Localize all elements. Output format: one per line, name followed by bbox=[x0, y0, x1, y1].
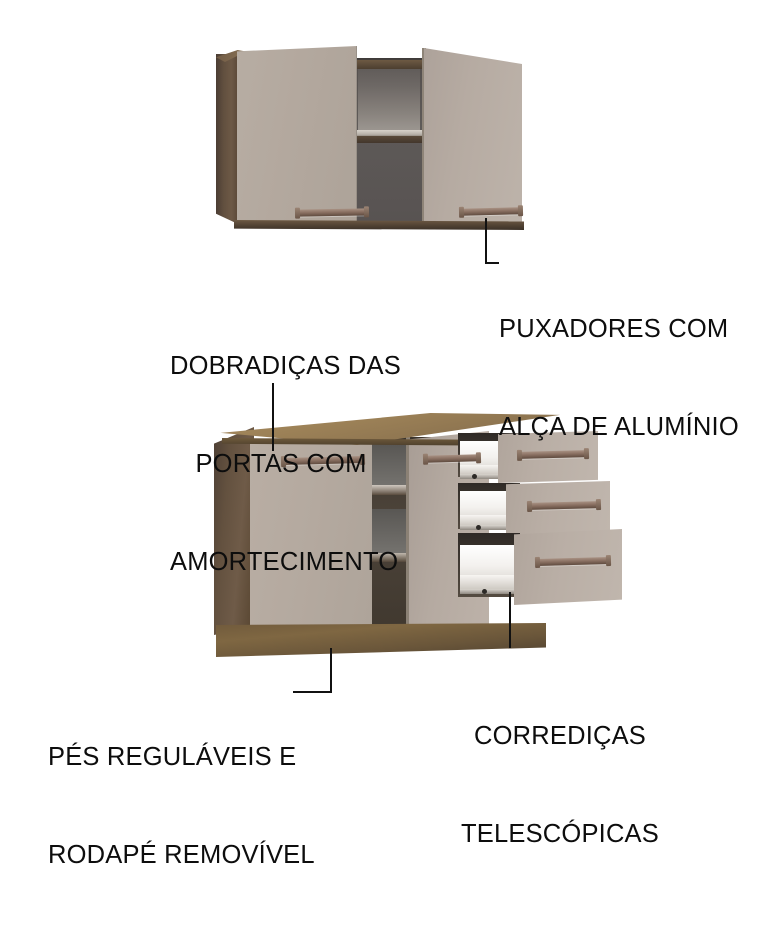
drawer-bottom-front bbox=[514, 529, 622, 605]
upper-cabinet-shelf bbox=[355, 130, 427, 138]
drawer-middle-slide bbox=[460, 525, 526, 530]
callout-dobradicas: DOBRADIÇAS DAS PORTAS COM AMORTECIMENTO bbox=[170, 285, 401, 644]
upper-cabinet-shelf-edge bbox=[353, 136, 429, 143]
handle-cap-right bbox=[517, 205, 524, 217]
lower-cabinet-illustration bbox=[210, 405, 630, 660]
leader-line-dobradicas bbox=[272, 383, 274, 451]
leader-line-pes-horizontal bbox=[293, 691, 332, 693]
leader-line-puxadores-horizontal bbox=[485, 262, 499, 264]
callout-pes-line2: RODAPÉ REMOVÍVEL bbox=[48, 841, 315, 870]
infographic-canvas: PUXADORES COM ALÇA DE ALUMÍNIO DOBRADIÇA… bbox=[48, 44, 739, 870]
callout-puxadores-line1: PUXADORES COM bbox=[499, 315, 729, 344]
handle-cap-right bbox=[475, 452, 482, 464]
handle-cap-left bbox=[294, 207, 301, 219]
upper-cabinet-interior-highlight bbox=[358, 68, 420, 130]
drawer-top-slide bbox=[460, 474, 522, 479]
callout-dobradicas-line2: PORTAS COM bbox=[195, 450, 367, 479]
handle-cap-right bbox=[605, 555, 612, 567]
lower-cabinet-countertop-edge bbox=[222, 438, 554, 446]
callout-dobradicas-line1: DOBRADIÇAS DAS bbox=[170, 352, 401, 381]
upper-cabinet-side-panel bbox=[216, 54, 238, 224]
upper-cabinet-illustration bbox=[216, 44, 524, 230]
leader-line-puxadores-vertical bbox=[485, 218, 487, 264]
upper-cabinet-bottom-rail bbox=[234, 220, 524, 230]
callout-corredicas-line1: CORREDIÇAS bbox=[473, 722, 647, 751]
upper-cabinet-door-left bbox=[237, 46, 357, 224]
lower-cabinet-shelf-lower bbox=[368, 553, 434, 562]
upper-left-door-handle bbox=[294, 206, 370, 219]
callout-pes-rodape: PÉS REGULÁVEIS E RODAPÉ REMOVÍVEL bbox=[48, 676, 315, 937]
lower-cabinet-side-panel bbox=[214, 427, 254, 635]
callout-pes-line1: PÉS REGULÁVEIS E bbox=[48, 743, 297, 772]
lower-right-door-handle bbox=[422, 452, 482, 465]
leader-line-pes-vertical bbox=[330, 648, 332, 693]
upper-cabinet-door-right bbox=[424, 48, 522, 226]
callout-corredicas: CORREDIÇAS TELESCÓPICAS bbox=[453, 655, 667, 916]
callout-puxadores-line2: ALÇA DE ALUMÍNIO bbox=[499, 413, 739, 442]
leader-line-corredicas bbox=[509, 592, 511, 648]
handle-cap-right bbox=[363, 206, 370, 218]
lower-cabinet-shelf-upper bbox=[368, 485, 434, 495]
callout-dobradicas-line3: AMORTECIMENTO bbox=[170, 548, 399, 576]
upper-cabinet-top-rail bbox=[352, 60, 430, 69]
callout-corredicas-line2: TELESCÓPICAS bbox=[461, 820, 659, 849]
handle-cap-left bbox=[534, 556, 541, 568]
lower-cabinet-door-right-edge bbox=[406, 433, 410, 637]
lower-cabinet-door-left bbox=[250, 435, 372, 633]
handle-cap-left bbox=[458, 206, 465, 218]
callout-puxadores: PUXADORES COM ALÇA DE ALUMÍNIO bbox=[499, 248, 739, 509]
handle-cap-left bbox=[422, 453, 429, 465]
drawer-bottom-slide bbox=[460, 589, 530, 594]
